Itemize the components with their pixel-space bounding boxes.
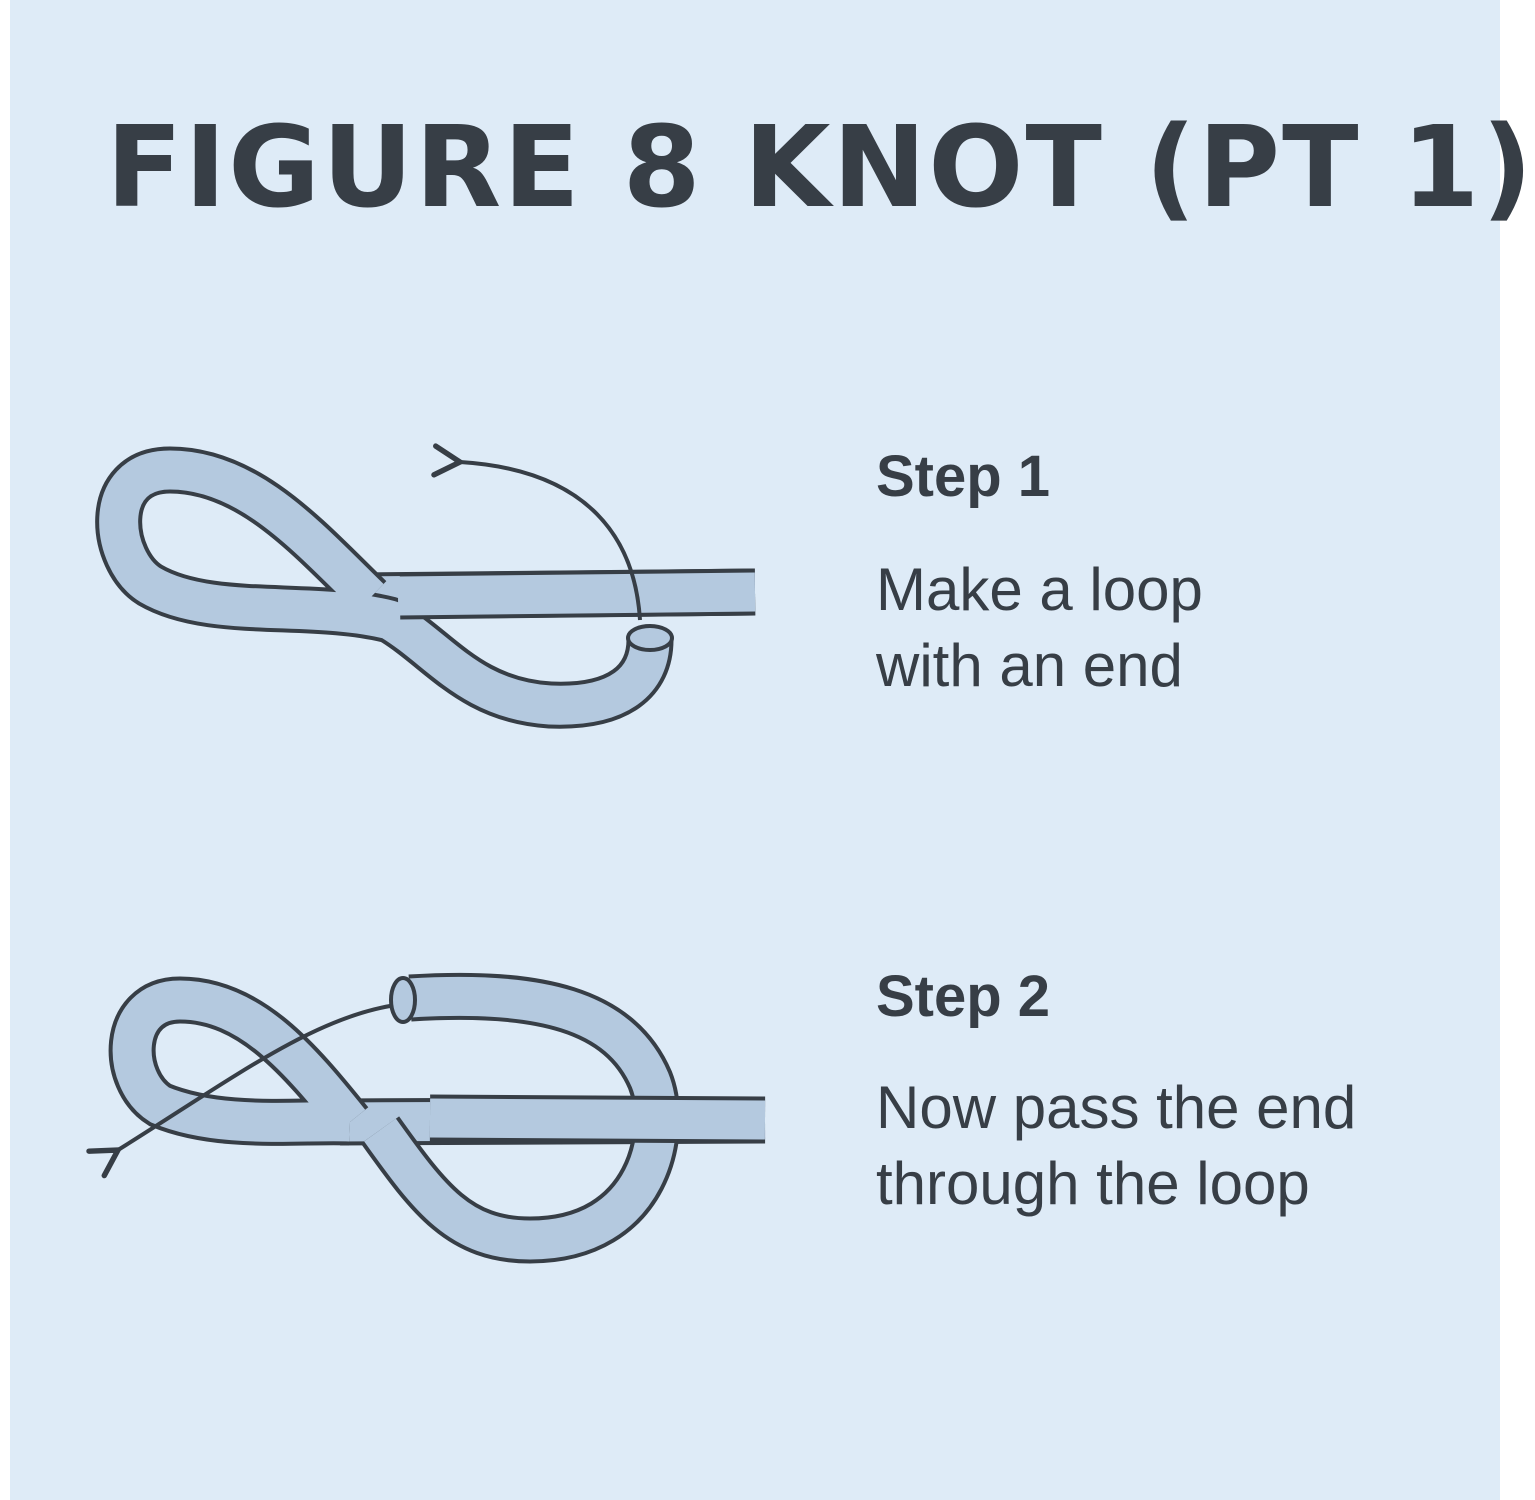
step-1-heading: Step 1 (876, 444, 1051, 509)
step-2-description: Now pass the end through the loop (876, 1070, 1356, 1222)
step-2-line-1: Now pass the end (876, 1074, 1357, 1141)
step-2-rope (108, 972, 766, 1264)
step-1-illustration (95, 443, 756, 729)
page-title: FIGURE 8 KNOT (PT 1) (106, 103, 1535, 233)
step-2-arrow (86, 1004, 391, 1179)
step-1-arrow (431, 443, 642, 621)
step-2-illustration (86, 972, 766, 1264)
step-1-line-2: with an end (876, 632, 1183, 699)
step-1-description: Make a loop with an end (876, 552, 1203, 704)
illustration-card: FIGURE 8 KNOT (PT 1) (10, 0, 1533, 1500)
step-1-rope (95, 446, 756, 729)
step-1-line-1: Make a loop (876, 556, 1203, 623)
step-2-heading: Step 2 (876, 964, 1051, 1029)
step-2-line-2: through the loop (876, 1150, 1310, 1217)
